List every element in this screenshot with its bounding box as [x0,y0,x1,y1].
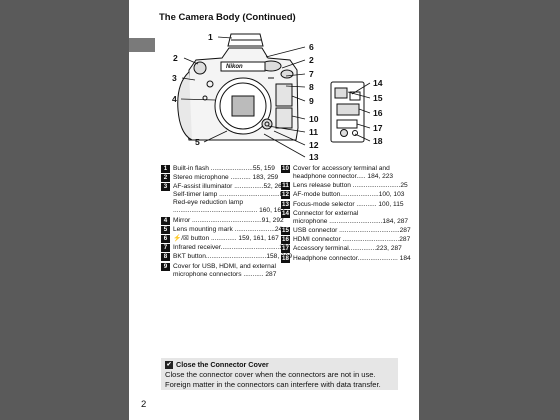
legend-text: Infrared receiver.......................… [173,244,291,252]
callout-14: 14 [373,78,383,88]
note-box: ✔ Close the Connector Cover Close the co… [161,358,398,390]
page-number: 2 [141,399,147,410]
legend-number: 3 [161,183,170,192]
legend-text: Cover for accessory terminal and [293,165,390,172]
legend-number: 11 [281,182,290,191]
legend-text: Built-in flash .......................55… [173,165,275,172]
legend-text: Lens release button ....................… [293,182,408,190]
legend-text: Red-eye reduction lamp [173,199,244,207]
legend-text: ⚡/☒ button .............. 159, 161, 167 [173,234,279,242]
callout-5: 5 [195,137,200,147]
legend-text: Self-timer lamp ........................… [173,191,287,199]
callout-6: 6 [309,42,314,52]
callout-8: 8 [309,82,314,92]
page-title: The Camera Body (Continued) [159,12,296,23]
callout-2-right: 2 [309,55,314,65]
legend-text: BKT button..............................… [173,253,292,261]
legend-number: 5 [161,225,170,234]
callout-11: 11 [309,127,319,137]
legend-text: microphone connectors ........... 287 [173,270,277,278]
legend-text: Lens mounting mark .....................… [173,225,283,233]
legend-text: headphone connector..... 184, 223 [293,173,394,180]
legend-number: 4 [161,216,170,225]
legend-number: 17 [281,245,290,254]
legend-text: AF-mode button.....................100, … [293,191,405,199]
legend-number: 6 [161,234,170,243]
callout-16: 16 [373,108,383,118]
legend-text: Headphone connector.....................… [293,254,411,262]
legend-number: 9 [161,262,170,271]
legend-number: 12 [281,191,290,200]
legend-text: USB connector ..........................… [293,226,411,234]
callout-3: 3 [172,73,177,83]
legend-text: ........................................… [173,207,285,215]
legend-text: Stereo microphone ........... 183, 259 [173,174,279,182]
legend-number: 7 [161,244,170,253]
callout-13: 13 [309,152,319,162]
legend-number: 2 [161,174,170,183]
legend-text: Cover for USB, HDMI, and external [173,262,276,270]
note-title: Close the Connector Cover [176,360,269,369]
note-body: Close the connector cover when the conne… [165,370,381,389]
callout-2-left: 2 [173,53,178,63]
legend-text: Accessory terminal...............223, 28… [293,245,402,253]
callout-17: 17 [373,123,383,133]
legend-number: 15 [281,226,290,235]
legend-number: 1 [161,165,170,173]
legend-number: 10 [281,165,290,173]
legend-number: 14 [281,209,290,218]
callout-4: 4 [172,94,177,104]
legend-text: microphone .............................… [293,217,409,225]
callout-18: 18 [373,136,383,146]
legend-number: 13 [281,200,290,209]
legend-number: 16 [281,236,290,245]
legend-number: 8 [161,253,170,262]
callout-1: 1 [208,32,213,42]
legend-text: HDMI connector .........................… [293,236,411,244]
checkmark-icon: ✔ [165,361,173,369]
legend-number: 18 [281,254,290,263]
brand-logo: Nikon [226,64,243,70]
legend-item: 6⚡/☒ button .............. 159, 161, 167 [161,234,279,243]
legend-text: Connector for external [293,209,359,217]
note-title-row: ✔ Close the Connector Cover [165,360,394,370]
callout-15: 15 [373,93,383,103]
section-tab [129,38,155,52]
callout-7: 7 [309,69,314,79]
callout-9: 9 [309,96,314,106]
legend-text: Focus-mode selector ........... 100, 115 [293,200,404,208]
legend-text: Mirror .................................… [173,216,284,224]
callout-10: 10 [309,114,319,124]
callout-12: 12 [309,140,319,150]
legend-text: AF-assist illuminator ................52… [173,183,286,191]
